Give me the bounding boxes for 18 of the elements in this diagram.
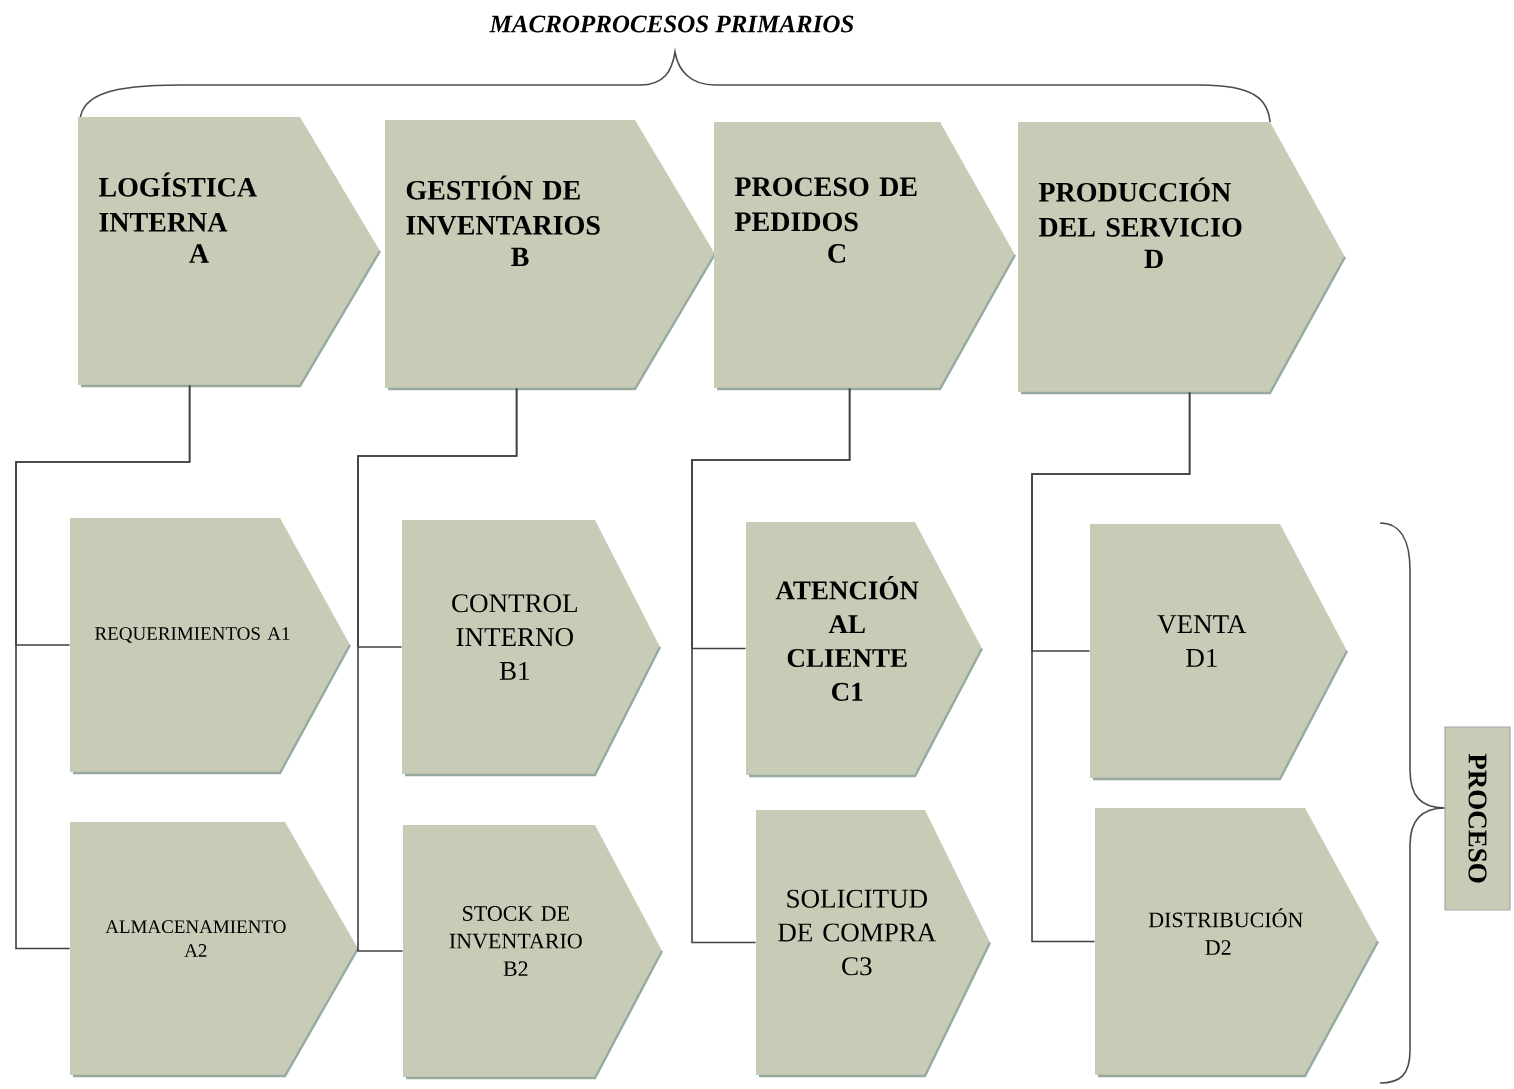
chevron-box: SOLICITUD DE COMPRA C3 bbox=[756, 810, 992, 1078]
chevron-box: CONTROL INTERNO B1 bbox=[402, 520, 662, 777]
chevron-box: REQUERIMIENTOS A1 bbox=[70, 518, 352, 775]
connector-line bbox=[1031, 391, 1191, 943]
connector-line bbox=[691, 387, 851, 944]
chevron-box: VENTA D1 bbox=[1090, 524, 1349, 781]
connector-line bbox=[357, 387, 518, 952]
chevron-box: LOGÍSTICA INTERNA A bbox=[78, 117, 382, 388]
chevron-box: PROCESO DE PEDIDOS C bbox=[714, 122, 1017, 391]
title: MACROPROCESOS PRIMARIOS bbox=[489, 15, 854, 33]
chevron-box: GESTIÓN DE INVENTARIOS B bbox=[385, 120, 717, 391]
chevron-box: DISTRIBUCIÓN D2 bbox=[1095, 808, 1380, 1078]
connector-line bbox=[15, 384, 191, 950]
chevron-box: PRODUCCIÓN DEL SERVICIO D bbox=[1018, 122, 1347, 395]
chevron-box: ATENCIÓN AL CLIENTE C1 bbox=[746, 522, 984, 778]
chevron-box: ALMACENAMIENTO A2 bbox=[70, 822, 360, 1078]
chevron-box: STOCK DE INVENTARIO B2 bbox=[403, 825, 664, 1080]
label-box: PROCESO bbox=[1444, 726, 1511, 911]
